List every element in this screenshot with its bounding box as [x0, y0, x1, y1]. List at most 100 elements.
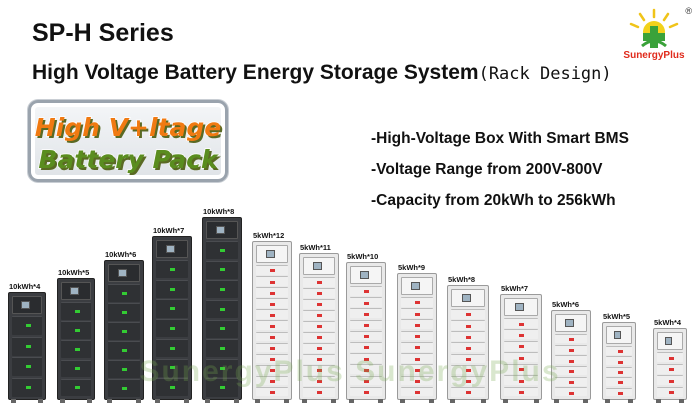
battery-module [108, 322, 140, 340]
battery-module [303, 376, 335, 386]
status-led [466, 346, 472, 350]
battery-module [504, 386, 538, 397]
status-led [270, 369, 276, 373]
high-voltage-box [303, 257, 335, 275]
product-title-main: High Voltage Battery Energy Storage Syst… [32, 61, 479, 84]
status-led [317, 380, 323, 384]
rack-foot [11, 399, 16, 403]
battery-module [206, 260, 238, 279]
rack-foot [38, 399, 43, 403]
status-led [668, 391, 674, 395]
battery-rack [346, 262, 386, 403]
status-led [569, 380, 575, 384]
status-led [364, 301, 370, 305]
status-led [569, 338, 575, 342]
status-led [415, 368, 421, 372]
rack-foot [450, 399, 455, 403]
rack-foot [284, 399, 289, 403]
rack-foot [534, 399, 539, 403]
battery-module [108, 379, 140, 397]
status-led [317, 369, 323, 373]
series-title: SP-H Series [32, 19, 174, 47]
status-led [220, 366, 226, 370]
status-led [519, 379, 525, 383]
rack-foot [656, 399, 661, 403]
battery-module [256, 342, 288, 353]
status-led [270, 280, 276, 284]
battery-module [606, 377, 632, 387]
status-led [364, 335, 370, 339]
status-led [415, 301, 421, 305]
battery-module [350, 319, 382, 330]
rack-foot [302, 399, 307, 403]
battery-module [256, 364, 288, 375]
status-led [569, 348, 575, 352]
battery-module [451, 364, 485, 375]
battery-rack [653, 328, 687, 403]
status-led [170, 386, 176, 390]
high-voltage-box [206, 221, 238, 239]
status-led [569, 359, 575, 363]
battery-module [451, 331, 485, 341]
status-led [466, 391, 472, 395]
battery-module [256, 320, 288, 330]
high-voltage-box [61, 282, 91, 300]
rack-foot [628, 399, 633, 403]
rack-foot [583, 399, 588, 403]
status-led [170, 267, 176, 271]
battery-module [401, 386, 433, 397]
battery-module [303, 354, 335, 364]
status-led [74, 348, 80, 352]
status-led [270, 302, 276, 306]
battery-module [350, 342, 382, 352]
battery-module [401, 353, 433, 363]
battery-module [256, 353, 288, 364]
rack-foot [605, 399, 610, 403]
battery-module [303, 277, 335, 287]
status-led [170, 287, 176, 291]
battery-module [206, 339, 238, 358]
status-led [317, 358, 323, 362]
status-led [617, 381, 623, 385]
battery-module [401, 297, 433, 307]
status-led [270, 380, 276, 384]
badge-line-2: Battery Pack [38, 144, 219, 175]
battery-module [504, 363, 538, 374]
battery-module [256, 309, 288, 319]
rack-capacity-label: 5kWh*10 [347, 252, 379, 261]
high-voltage-box [657, 332, 683, 350]
status-led [25, 344, 31, 348]
status-led [270, 324, 276, 328]
battery-module [156, 279, 188, 298]
battery-module [504, 340, 538, 351]
status-led [270, 291, 276, 295]
battery-module [555, 344, 587, 354]
rack-capacity-label: 10kWh*6 [105, 250, 137, 259]
bms-display [665, 337, 673, 345]
battery-module [256, 298, 288, 308]
battery-module [303, 310, 335, 320]
status-led [317, 281, 323, 285]
battery-module [401, 330, 433, 341]
battery-module [606, 346, 632, 355]
battery-module [350, 286, 382, 296]
rack-capacity-label: 5kWh*7 [501, 284, 529, 293]
battery-module [606, 356, 632, 366]
battery-module [12, 336, 42, 356]
status-led [122, 348, 128, 352]
battery-module [350, 386, 382, 397]
rack-capacity-label: 10kWh*7 [153, 226, 185, 235]
status-led [270, 391, 276, 395]
status-led [364, 357, 370, 361]
rack-capacity-label: 5kWh*5 [603, 312, 631, 321]
bms-display [360, 271, 369, 279]
rack-capacity-label: 10kWh*5 [58, 268, 90, 277]
status-led [364, 368, 370, 372]
product-title-suffix: (Rack Design) [478, 64, 612, 84]
status-led [317, 336, 323, 340]
rack-capacity-label: 5kWh*6 [552, 300, 580, 309]
battery-module [303, 321, 335, 331]
status-led [170, 327, 176, 331]
status-led [466, 313, 472, 317]
high-voltage-box [350, 266, 382, 284]
